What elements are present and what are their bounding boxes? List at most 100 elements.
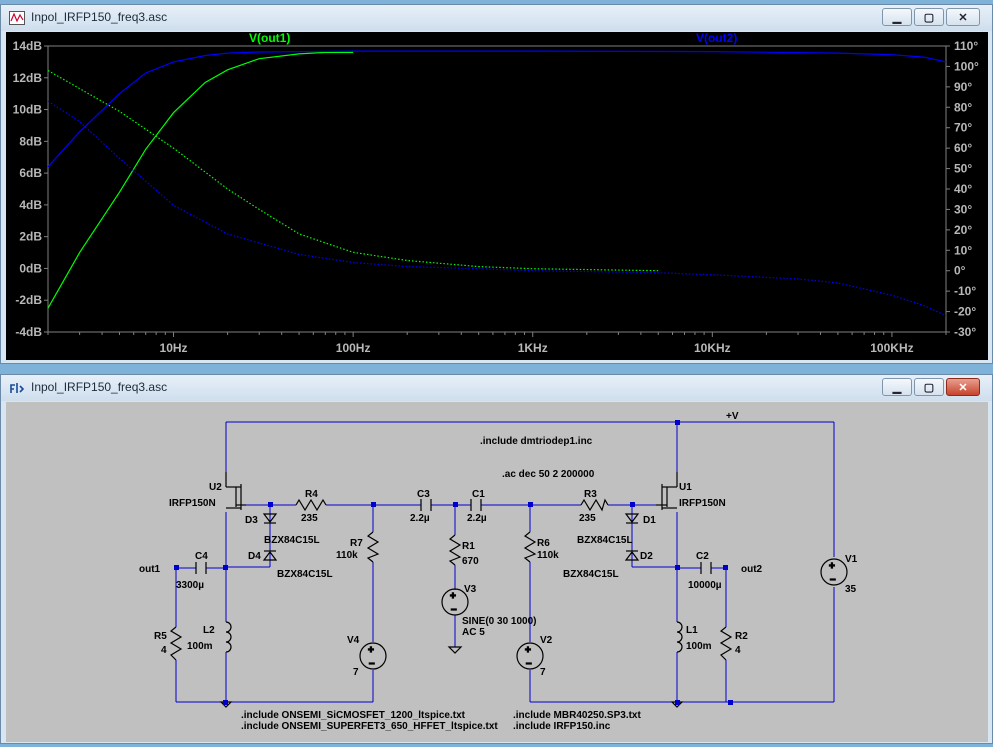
value-r7: 110k bbox=[336, 550, 358, 561]
inductor-l2-icon[interactable] bbox=[225, 621, 232, 653]
x-tick-label: 100Hz bbox=[336, 341, 371, 355]
y-right-tick-label: 40° bbox=[954, 182, 972, 196]
y-right-tick-label: 100° bbox=[954, 59, 979, 73]
directive-irfp150[interactable]: .include IRFP150.inc bbox=[513, 721, 611, 732]
waveform-titlebar[interactable]: Inpol_IRFP150_freq3.asc ▁ ▢ ✕ bbox=[1, 5, 992, 31]
label-r6: R6 bbox=[537, 538, 550, 549]
directive-superfet[interactable]: .include ONSEMI_SUPERFET3_650_HFFET_ltsp… bbox=[241, 721, 498, 732]
voltage-source-v3-icon[interactable]: +– bbox=[441, 588, 469, 616]
schematic-titlebar[interactable]: Inpol_IRFP150_freq3.asc ▁ ▢ ✕ bbox=[1, 375, 992, 401]
y-right-tick-label: 110° bbox=[954, 39, 978, 53]
maximize-icon: ▢ bbox=[923, 381, 935, 394]
value-r5: 4 bbox=[161, 645, 167, 656]
directive-sicmosfet[interactable]: .include ONSEMI_SiCMOSFET_1200_ltspice.t… bbox=[241, 710, 466, 721]
directive-mbr40250[interactable]: .include MBR40250.SP3.txt bbox=[513, 710, 641, 721]
schematic-window-title: Inpol_IRFP150_freq3.asc bbox=[31, 380, 168, 394]
bode-chart[interactable]: 14dB12dB10dB8dB6dB4dB2dB0dB-2dB-4dB110°1… bbox=[6, 31, 988, 360]
waveform-icon bbox=[9, 11, 25, 25]
value-c4: 3300µ bbox=[176, 580, 204, 591]
label-u1: U1 bbox=[679, 482, 692, 493]
resistor-r5-icon[interactable] bbox=[169, 626, 183, 661]
waveform-window-title: Inpol_IRFP150_freq3.asc bbox=[31, 10, 168, 24]
y-left-tick-label: 4dB bbox=[19, 198, 42, 212]
y-left-tick-label: 2dB bbox=[19, 230, 42, 244]
close-button[interactable]: ✕ bbox=[946, 378, 980, 396]
y-right-tick-label: 70° bbox=[954, 121, 972, 135]
mosfet-u1-icon[interactable] bbox=[656, 472, 678, 510]
value-u1: IRFP150N bbox=[679, 498, 726, 509]
legend-vout2: V(out2) bbox=[696, 32, 737, 45]
y-left-tick-label: 8dB bbox=[19, 134, 42, 148]
y-left-tick-label: 12dB bbox=[13, 71, 43, 85]
plot-frame bbox=[47, 45, 947, 333]
value-l1: 100m bbox=[686, 641, 712, 652]
capacitor-c3-icon[interactable] bbox=[420, 499, 432, 511]
label-r1: R1 bbox=[462, 541, 475, 552]
voltage-source-v4-icon[interactable]: +– bbox=[359, 642, 387, 670]
net-label-out2[interactable]: out2 bbox=[741, 564, 763, 575]
y-left-tick-label: 14dB bbox=[13, 39, 43, 53]
maximize-button[interactable]: ▢ bbox=[914, 8, 944, 26]
label-r7: R7 bbox=[350, 538, 363, 549]
y-left-tick-label: 6dB bbox=[19, 166, 42, 180]
schematic-drawing[interactable]: +– +– +– +– +V .include dmtriodep1.inc .… bbox=[6, 402, 988, 742]
phase-trace-00ff00 bbox=[47, 69, 659, 272]
value-d1: BZX84C15L bbox=[577, 535, 633, 546]
diode-d3-icon[interactable] bbox=[262, 513, 278, 524]
label-d2: D2 bbox=[640, 551, 653, 562]
schematic-canvas[interactable]: +– +– +– +– +V .include dmtriodep1.inc .… bbox=[6, 402, 988, 742]
diode-d1-icon[interactable] bbox=[624, 513, 640, 524]
directive-dmtriodep1[interactable]: .include dmtriodep1.inc bbox=[480, 436, 593, 447]
value-v3-ac: AC 5 bbox=[462, 627, 485, 638]
diode-d4-icon[interactable] bbox=[262, 550, 278, 561]
directive-ac[interactable]: .ac dec 50 2 200000 bbox=[502, 469, 595, 480]
y-left-tick-label: -4dB bbox=[15, 325, 42, 339]
minimize-button[interactable]: ▁ bbox=[882, 8, 912, 26]
legend-vout1: V(out1) bbox=[249, 32, 290, 45]
value-d4: BZX84C15L bbox=[277, 569, 333, 580]
ground-icon bbox=[447, 646, 463, 654]
mosfet-u2-icon[interactable] bbox=[225, 472, 246, 510]
capacitor-c4-icon[interactable] bbox=[195, 562, 207, 574]
resistor-r7-icon[interactable] bbox=[366, 531, 380, 563]
label-v1: V1 bbox=[845, 554, 858, 565]
x-tick-label: 1KHz bbox=[518, 341, 548, 355]
y-left-tick-label: 10dB bbox=[13, 103, 43, 117]
resistor-r3-icon[interactable] bbox=[580, 498, 609, 512]
y-right-tick-label: 50° bbox=[954, 162, 972, 176]
svg-text:+: + bbox=[829, 561, 835, 572]
voltage-source-v2-icon[interactable]: +– bbox=[516, 642, 544, 670]
resistor-r2-icon[interactable] bbox=[719, 626, 733, 661]
diode-d2-icon[interactable] bbox=[624, 550, 640, 561]
label-v3: V3 bbox=[464, 584, 477, 595]
svg-text:–: – bbox=[369, 658, 375, 669]
junction-dots bbox=[174, 420, 733, 705]
close-button[interactable]: ✕ bbox=[946, 8, 980, 26]
wires bbox=[175, 421, 835, 703]
label-d3: D3 bbox=[245, 515, 258, 526]
value-v2: 7 bbox=[540, 667, 546, 678]
capacitor-c2-icon[interactable] bbox=[700, 562, 712, 574]
value-c1: 2.2µ bbox=[467, 513, 487, 524]
label-c2: C2 bbox=[696, 551, 709, 562]
net-label-out1[interactable]: out1 bbox=[139, 564, 161, 575]
capacitor-c1-icon[interactable] bbox=[470, 499, 482, 511]
magnitude-trace-0000ff bbox=[47, 50, 947, 168]
value-c3: 2.2µ bbox=[410, 513, 430, 524]
label-d1: D1 bbox=[643, 515, 656, 526]
label-r3: R3 bbox=[584, 489, 597, 500]
resistor-r1-icon[interactable] bbox=[448, 534, 462, 566]
maximize-button[interactable]: ▢ bbox=[914, 378, 944, 396]
y-right-tick-label: 10° bbox=[954, 243, 972, 257]
resistor-r4-icon[interactable] bbox=[295, 498, 327, 512]
svg-text:–: – bbox=[830, 574, 836, 585]
x-tick-label: 10KHz bbox=[694, 341, 731, 355]
inductor-l1-icon[interactable] bbox=[676, 621, 683, 653]
value-r1: 670 bbox=[462, 556, 479, 567]
svg-text:+: + bbox=[525, 645, 531, 656]
resistor-r6-icon[interactable] bbox=[523, 531, 537, 563]
label-c3: C3 bbox=[417, 489, 430, 500]
minimize-button[interactable]: ▁ bbox=[882, 378, 912, 396]
voltage-source-v1-icon[interactable]: +– bbox=[820, 558, 848, 586]
